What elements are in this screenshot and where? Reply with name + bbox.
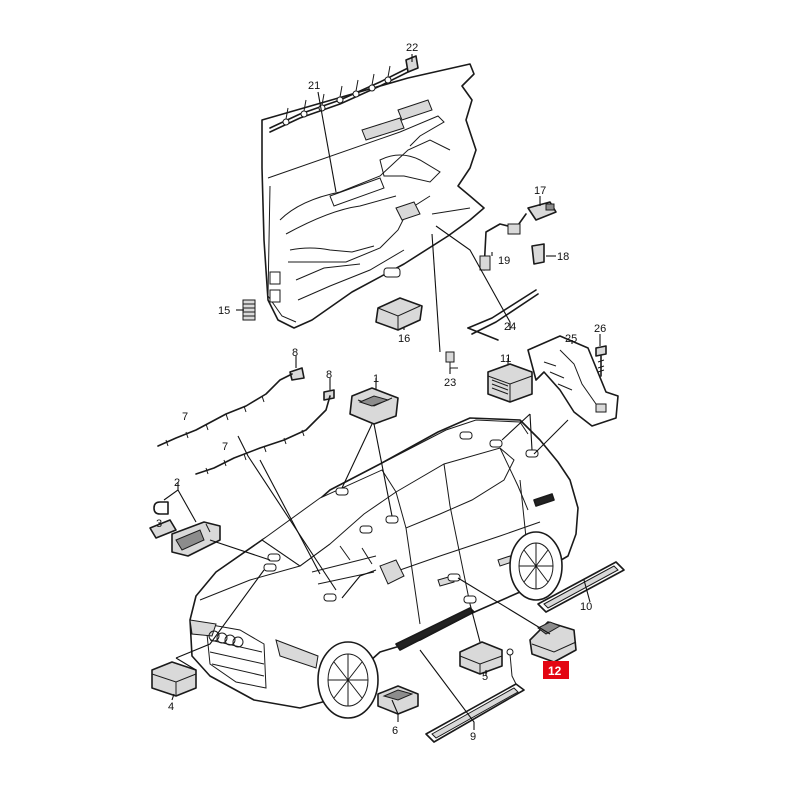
label-5: 5 <box>482 671 488 683</box>
part-22-connector <box>405 55 419 73</box>
label-17: 17 <box>534 185 546 197</box>
door-trim-panel <box>261 63 485 329</box>
label-16: 16 <box>398 333 410 345</box>
label-7-lower: 7 <box>222 441 228 453</box>
label-1: 1 <box>373 373 379 385</box>
part-8-sensor-upper <box>289 367 305 381</box>
part-1-console <box>349 387 399 425</box>
label-15: 15 <box>218 305 230 317</box>
part-11-module <box>487 363 533 403</box>
part-17-switch <box>527 201 557 221</box>
label-24: 24 <box>504 321 516 333</box>
part-23-bulb <box>445 351 458 369</box>
label-19: 19 <box>498 255 510 267</box>
part-24-trim-strip <box>431 207 539 341</box>
part-5-module <box>459 641 503 675</box>
car-front-wheel <box>317 641 379 719</box>
label-6: 6 <box>392 725 398 737</box>
part-6-module <box>377 685 419 715</box>
highlight-box-12 <box>543 661 569 679</box>
part-26-bolt <box>595 345 607 377</box>
part-19-wire <box>479 213 527 271</box>
label-23: 23 <box>444 377 456 389</box>
part-7-harness-lower <box>195 395 331 475</box>
part-16-module <box>375 267 423 331</box>
part-3-bulb <box>149 501 177 539</box>
part-10-sill-strip <box>537 561 625 613</box>
label-8-upper: 8 <box>292 347 298 359</box>
part-18-connector <box>531 243 545 265</box>
label-8-lower: 8 <box>326 369 332 381</box>
part-15-clip <box>242 299 256 321</box>
label-10: 10 <box>580 601 592 613</box>
label-11: 11 <box>500 353 511 365</box>
part-7-harness-upper <box>157 373 293 447</box>
part-labels: 22 21 15 16 17 18 19 24 23 11 25 26 8 8 … <box>156 42 606 743</box>
label-3: 3 <box>156 518 162 530</box>
label-9: 9 <box>470 731 476 743</box>
label-7-upper: 7 <box>182 411 188 423</box>
car-side-sill <box>395 493 555 651</box>
part-2-lamp-housing <box>171 521 221 557</box>
part-12-module <box>529 621 577 663</box>
label-21: 21 <box>308 80 320 92</box>
part-8-sensor-lower <box>323 389 335 401</box>
car-front <box>189 619 319 689</box>
part-25-bracket <box>527 335 619 427</box>
label-22: 22 <box>406 42 418 54</box>
label-26: 26 <box>594 323 606 335</box>
car-body <box>189 417 579 709</box>
part-21-light-strip <box>269 65 413 133</box>
part-9-sill-plate <box>425 648 525 743</box>
label-18: 18 <box>557 251 569 263</box>
label-4: 4 <box>168 701 174 713</box>
leader-lines <box>163 54 601 730</box>
label-2: 2 <box>174 477 180 489</box>
label-25: 25 <box>565 333 577 345</box>
car-rear-wheel <box>509 531 563 601</box>
label-12-highlighted: 12 <box>548 664 562 678</box>
part-4-module <box>151 661 197 697</box>
